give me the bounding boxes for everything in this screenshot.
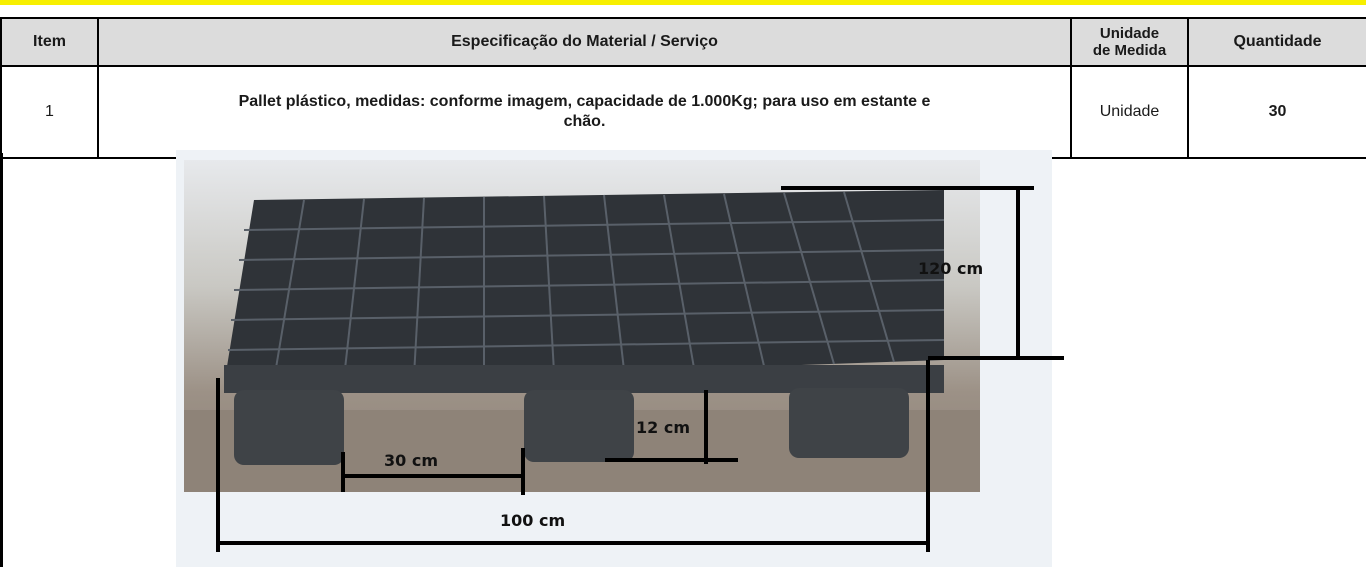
item-description: Pallet plástico, medidas: conforme image…	[97, 65, 1072, 159]
width-label: 100 cm	[500, 511, 566, 530]
pallet-illustration	[184, 190, 980, 492]
unit-of-measure: Unidade	[1070, 65, 1189, 159]
item-number: 1	[0, 65, 99, 159]
title-banner	[0, 0, 1366, 5]
depth-label: 120 cm	[918, 259, 984, 278]
unit-header: Unidade de Medida	[1070, 17, 1189, 67]
quantity-header: Quantidade	[1187, 17, 1366, 67]
unit-header-line2: de Medida	[1092, 42, 1167, 59]
pallet-foot-middle	[524, 390, 634, 462]
unit-header-line1: Unidade	[1099, 25, 1160, 42]
pallet-photo	[184, 160, 980, 492]
specification-table: Item Especificação do Material / Serviço…	[0, 17, 1366, 159]
quantity-value: 30	[1187, 65, 1366, 159]
header-row: Item Especificação do Material / Serviço…	[0, 17, 1366, 67]
specification-header: Especificação do Material / Serviço	[97, 17, 1072, 67]
height-label: 12 cm	[636, 418, 690, 437]
description-line2: chão.	[563, 113, 606, 130]
foot-width-label: 30 cm	[384, 451, 438, 470]
pallet-foot-right	[789, 388, 909, 458]
pallet-grid	[227, 191, 945, 381]
pallet-foot-left	[234, 390, 344, 465]
item-header: Item	[0, 17, 99, 67]
table-row: 1 Pallet plástico, medidas: conforme ima…	[0, 65, 1366, 159]
description-line1: Pallet plástico, medidas: conforme image…	[238, 93, 931, 110]
table-left-border	[0, 153, 3, 567]
pallet-deck	[224, 190, 944, 385]
